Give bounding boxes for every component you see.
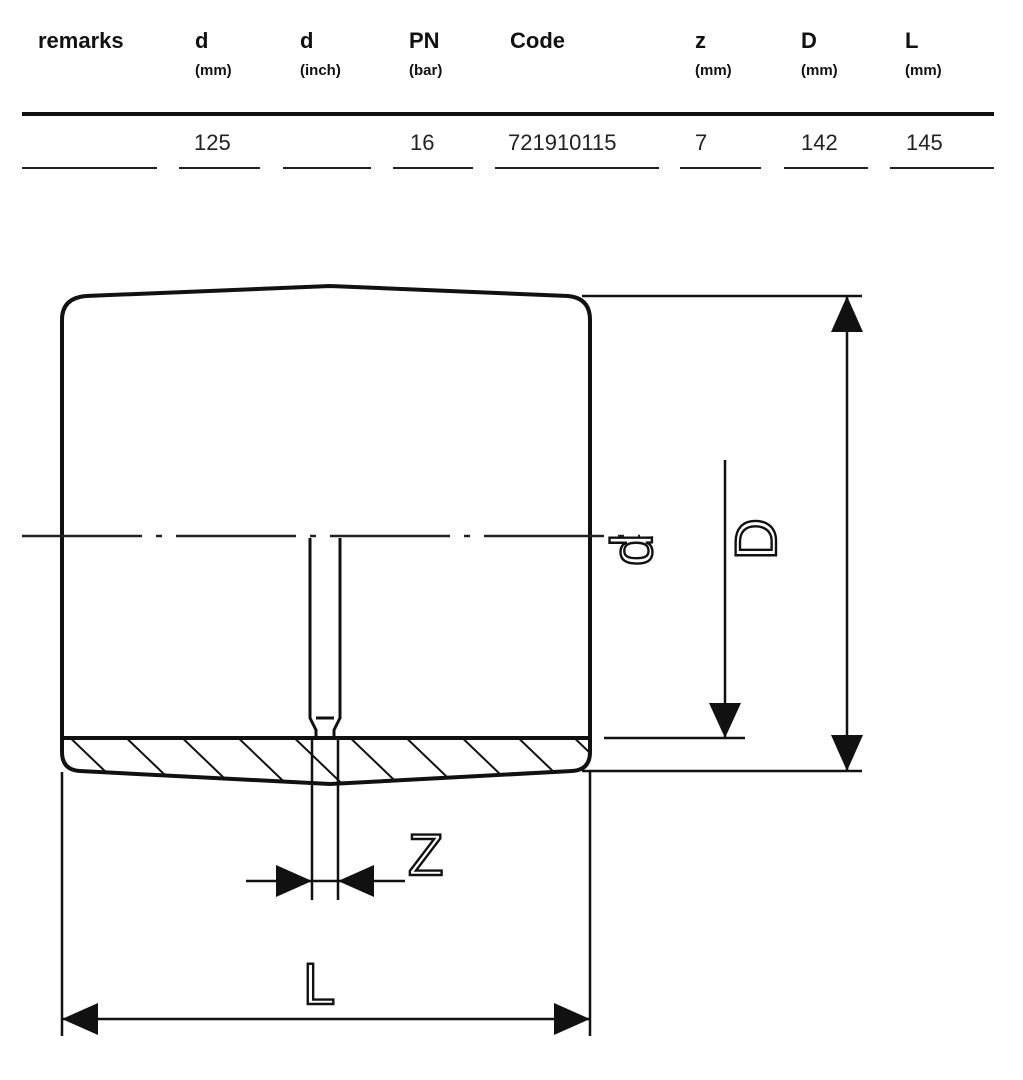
column-header-d-inch: d (inch) [300,28,341,80]
inner-d-arrow-down-icon [709,703,741,738]
inner-d-label: d [600,534,665,566]
z-arrow-right-icon [338,865,374,897]
column-header-outer-d: D (mm) [801,28,838,80]
cell-underline [495,167,659,169]
cell-code: 721910115 [508,130,617,155]
cell-d-mm: 125 [194,130,231,155]
l-arrow-left-icon [62,1003,98,1035]
column-header-remarks: remarks [38,28,124,62]
outer-d-arrow-down-icon [831,735,863,771]
column-name: remarks [38,28,124,53]
cell-z: 7 [695,130,708,155]
cell-underline [680,167,761,169]
column-header-pn: PN (bar) [409,28,442,80]
outer-d-arrow-up-icon [831,296,863,332]
cell-underline [22,167,157,169]
cell-length: 145 [906,130,943,155]
header-divider [22,112,994,116]
cell-underline [179,167,260,169]
center-channel [308,538,342,738]
column-header-code: Code [510,28,565,62]
column-name: Code [510,28,565,53]
column-name: d [195,28,209,53]
column-unit: (mm) [195,62,232,79]
column-header-z: z (mm) [695,28,732,80]
outer-d-label: D [724,518,789,560]
column-name: z [695,28,706,53]
z-label: Z [408,823,443,888]
column-unit: (mm) [695,62,732,79]
column-name: PN [409,28,440,53]
column-unit: (inch) [300,62,341,79]
column-header-length: L (mm) [905,28,942,80]
cell-underline [784,167,868,169]
column-name: D [801,28,817,53]
spec-table: remarks d (mm) d (inch) PN (bar) Code z … [0,0,1023,175]
wall-hatching [62,738,590,784]
column-name: L [905,28,919,53]
z-arrow-left-icon [276,865,312,897]
cell-underline [890,167,994,169]
l-arrow-right-icon [554,1003,590,1035]
cell-pn: 16 [410,130,435,155]
column-unit: (mm) [905,62,942,79]
cell-underline [393,167,473,169]
column-unit: (bar) [409,62,443,79]
cell-underline [283,167,371,169]
column-unit: (mm) [801,62,838,79]
column-name: d [300,28,314,53]
column-header-d-mm: d (mm) [195,28,232,80]
cell-outer-d: 142 [801,130,838,155]
l-label: L [303,952,335,1017]
